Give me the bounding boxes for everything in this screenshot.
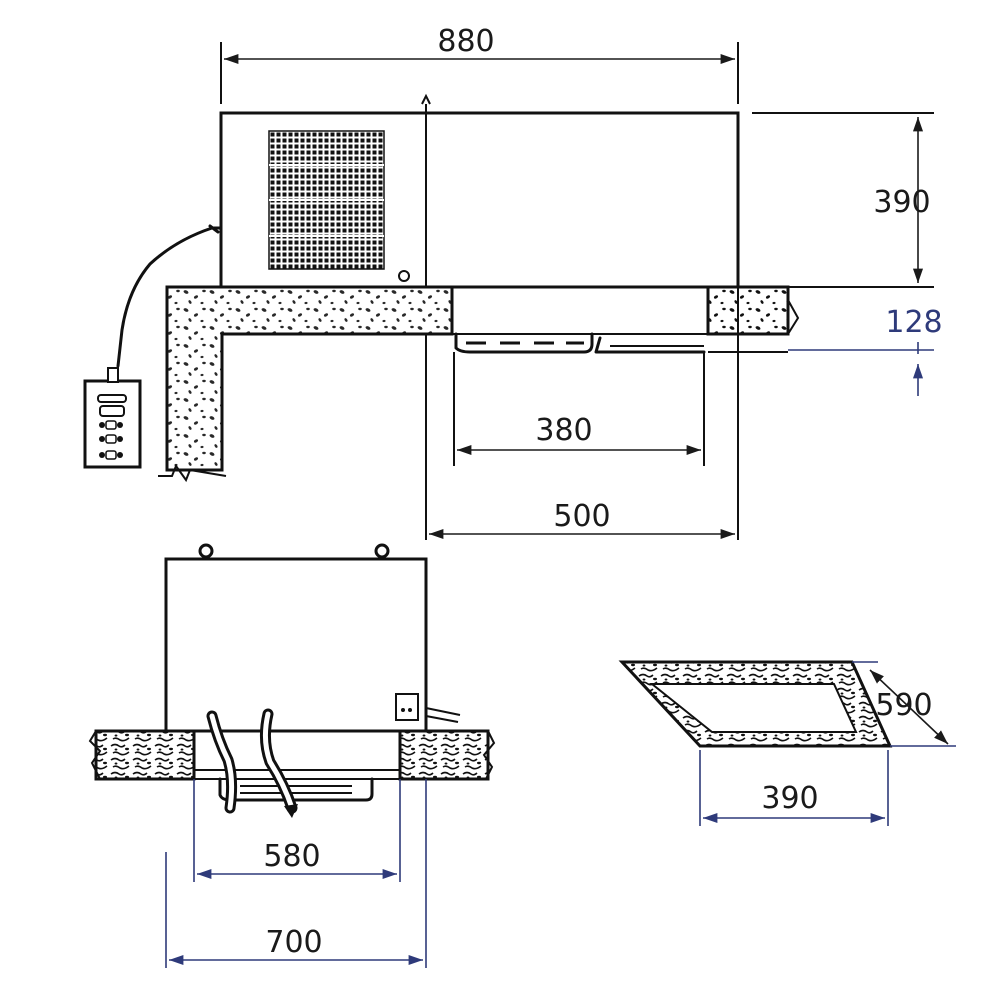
lifting-eye-right-icon bbox=[374, 543, 390, 559]
control-box-buttons-icon bbox=[97, 394, 127, 460]
lifting-eye-left-icon bbox=[198, 543, 214, 559]
front-break-right bbox=[482, 730, 496, 780]
ceiling-hole-view: 590 390 bbox=[618, 660, 956, 826]
evaporator-left-unit bbox=[454, 332, 594, 354]
front-break-left bbox=[88, 730, 102, 780]
dim-label-700: 700 bbox=[265, 925, 322, 960]
evaporator-drip-tray bbox=[594, 336, 706, 354]
wall-break-line bbox=[158, 463, 227, 483]
control-box bbox=[83, 379, 142, 469]
front-elevation-view: 580 700 bbox=[88, 543, 496, 968]
airflow-arrow-left-icon bbox=[209, 713, 235, 811]
dimension-380: 380 bbox=[453, 352, 705, 466]
dimension-580: 580 bbox=[193, 779, 401, 882]
front-evaporator bbox=[218, 777, 374, 802]
ceiling-break-line bbox=[787, 299, 800, 335]
dim-label-390-width: 390 bbox=[761, 781, 818, 816]
dimension-590: 590 bbox=[852, 661, 956, 747]
housing-hook bbox=[421, 93, 431, 105]
dim-label-580: 580 bbox=[263, 839, 320, 874]
dim-label-128: 128 bbox=[885, 305, 942, 340]
front-housing bbox=[164, 557, 428, 733]
hole-opening bbox=[649, 683, 858, 733]
socket-icon bbox=[395, 693, 419, 721]
knob-icon bbox=[398, 270, 410, 282]
dim-label-380: 380 bbox=[535, 413, 592, 448]
dimension-128: 128 bbox=[788, 305, 943, 396]
dim-label-590: 590 bbox=[875, 688, 932, 723]
dim-label-880: 880 bbox=[437, 24, 494, 59]
power-cable bbox=[116, 226, 223, 368]
side-elevation-view: 880 390 128 380 500 bbox=[83, 24, 943, 540]
dim-label-500: 500 bbox=[553, 499, 610, 534]
dimension-390-height: 390 bbox=[752, 112, 934, 288]
airflow-arrow-right-icon bbox=[262, 711, 295, 811]
dimension-500: 500 bbox=[425, 287, 739, 540]
dim-label-390-height: 390 bbox=[873, 185, 930, 220]
dimension-390-width: 390 bbox=[699, 750, 889, 826]
dimension-880: 880 bbox=[220, 24, 739, 104]
dimension-700: 700 bbox=[165, 779, 427, 968]
